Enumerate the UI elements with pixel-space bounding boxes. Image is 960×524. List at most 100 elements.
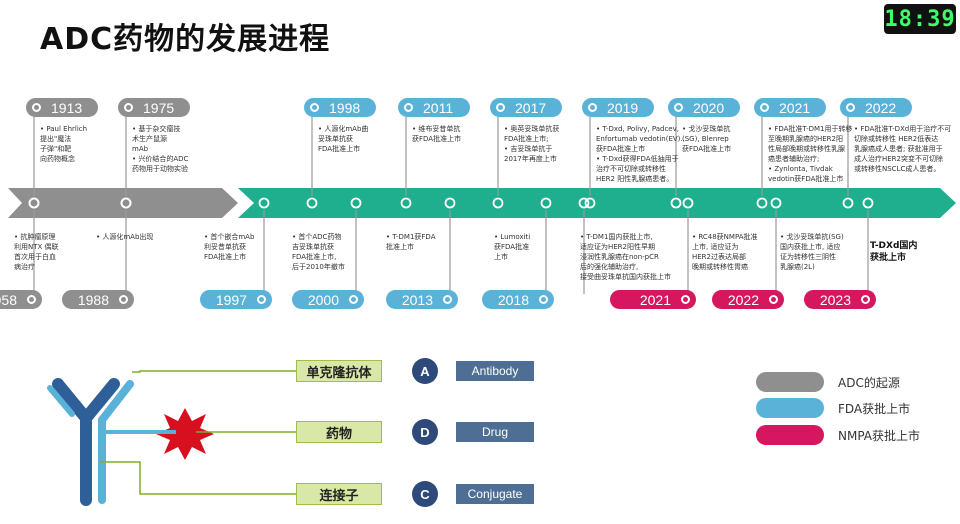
timeline-year-top: 2020: [668, 98, 740, 117]
year-label: 2011: [423, 99, 454, 116]
timeline-year-top: 2019: [582, 98, 654, 117]
year-marker-icon: [681, 295, 690, 304]
timeline-year-bottom: 2022: [712, 290, 784, 309]
timeline-node: [28, 197, 40, 209]
timeline-year-bottom: 2021: [624, 290, 696, 309]
timeline-node: [756, 197, 768, 209]
year-marker-icon: [349, 295, 358, 304]
timeline-year-top: 1913: [26, 98, 98, 117]
year-marker-icon: [674, 103, 683, 112]
year-label: 1913: [51, 99, 83, 116]
year-label: 1997: [215, 291, 247, 308]
year-marker-icon: [124, 103, 133, 112]
timeline-node: [400, 197, 412, 209]
timeline-year-top: 2011: [398, 98, 470, 117]
gray-arrow-band: [8, 188, 238, 218]
timeline-year-top: 2017: [490, 98, 562, 117]
timeline-note-bottom: • T-DM1获FDA 批准上市: [386, 233, 436, 251]
timeline-note-top: • Paul Ehrlich 提出"魔法 子弹"和靶 向药物概念: [40, 125, 88, 163]
timeline-note-bottom: • RC48获NMPA批准 上市, 适应证为 HER2过表达局部 晚期或转移性胃…: [692, 233, 758, 271]
timeline-note-top: • 基于杂交瘤技 术生产鼠源 mAb • 兴价结合的ADC 药物用于动物实验: [132, 125, 189, 173]
year-marker-icon: [769, 295, 778, 304]
component-label-en: Conjugate: [456, 484, 534, 504]
year-label: 1988: [77, 291, 109, 308]
timeline-note-bottom: • 首个嵌合mAb 利妥昔单抗获 FDA批准上市: [204, 233, 255, 261]
timeline-note-top: • 奥英妥珠单抗获 FDA批准上市; • 吉妥珠单抗于 2017年再度上市: [504, 125, 560, 163]
timeline-year-bottom: 2013: [386, 290, 458, 309]
year-label: 2017: [515, 99, 547, 116]
year-marker-icon: [27, 295, 36, 304]
year-label: 2019: [607, 99, 639, 116]
timeline-note-top: • 戈沙妥珠单抗 (SG), Blenrep 获FDA批准上市: [682, 125, 732, 153]
year-label: 2022: [865, 99, 897, 116]
timeline-note-bottom: • 戈沙妥珠单抗(SG) 国内获批上市, 适应 证为转移性三阴性 乳腺癌(2L): [780, 233, 844, 271]
year-label: 1998: [329, 99, 361, 116]
timeline-note-bottom: • Lumoxiti 获FDA批准 上市: [494, 233, 531, 261]
timeline-year-bottom: 1997: [200, 290, 272, 309]
component-letter-badge: C: [412, 481, 438, 507]
component-label-cn: 药物: [296, 421, 382, 443]
page-title: ADC药物的发展进程: [40, 22, 331, 57]
timeline-node: [584, 197, 596, 209]
timeline-year-top: 1998: [304, 98, 376, 117]
timeline-node: [120, 197, 132, 209]
year-marker-icon: [588, 103, 597, 112]
year-label: 1975: [143, 99, 175, 116]
timeline-note-top: • FDA批准T-DM1用于转移 至晚期乳腺癌的HER2阳 性局部晚期或转移性乳…: [768, 125, 853, 183]
year-marker-icon: [539, 295, 548, 304]
year-label: 2020: [693, 99, 725, 116]
timeline-note-top: • 人源化mAb曲 妥珠单抗获 FDA批准上市: [318, 125, 369, 153]
timeline-node: [306, 197, 318, 209]
timeline-year-top: 2022: [840, 98, 912, 117]
year-label: 2000: [307, 291, 339, 308]
timeline-node: [670, 197, 682, 209]
timeline-note-bottom: • 人源化mAb出现: [96, 233, 154, 241]
year-label: 2023: [819, 291, 851, 308]
year-marker-icon: [119, 295, 128, 304]
component-label-cn: 连接子: [296, 483, 382, 505]
legend-label: NMPA获批上市: [838, 429, 921, 443]
year-marker-icon: [496, 103, 505, 112]
timeline-note-bottom: • 抗肿瘤原理 利用NTX 偶联 首次用于白血 病治疗: [14, 233, 59, 271]
component-label-cn: 单克隆抗体: [296, 360, 382, 382]
timeline-note-top: • 维布妥昔单抗 获FDA批准上市: [412, 125, 462, 143]
timeline-node: [444, 197, 456, 209]
year-marker-icon: [846, 103, 855, 112]
component-letter-badge: D: [412, 419, 438, 445]
timeline-node: [862, 197, 874, 209]
component-label-en: Drug: [456, 422, 534, 442]
year-marker-icon: [760, 103, 769, 112]
year-label: 2022: [727, 291, 759, 308]
legend-label: FDA获批上市: [838, 402, 911, 416]
year-label: 2018: [497, 291, 529, 308]
timeline-note-bottom: • T-DM1国内获批上市, 适应证为HER2阳性早期 浸润性乳腺癌在non-p…: [580, 233, 671, 281]
legend-swatch: [756, 372, 824, 392]
timeline-year-bottom: 2023: [804, 290, 876, 309]
timeline-node: [258, 197, 270, 209]
year-marker-icon: [861, 295, 870, 304]
year-marker-icon: [310, 103, 319, 112]
year-label: 2013: [401, 291, 433, 308]
timeline-node: [350, 197, 362, 209]
timeline-node: [540, 197, 552, 209]
timeline-note-bottom: T-DXd国内 获批上市: [870, 241, 918, 263]
timeline-note-top: • FDA批准T-DXd用于治疗不可 切除或转移性 HER2低表达 乳腺癌成人患…: [854, 125, 952, 173]
timeline-year-bottom: 2000: [292, 290, 364, 309]
timeline-node: [492, 197, 504, 209]
year-label: 1958: [0, 291, 17, 308]
timeline-note-top: • T-Dxd, Polivy, Padcev, Enfortumab vedo…: [596, 125, 688, 183]
year-label: 2021: [639, 291, 671, 308]
timeline-year-bottom: 1958: [0, 290, 42, 309]
legend-swatch: [756, 398, 824, 418]
timeline-node: [682, 197, 694, 209]
clock-display: 18:39: [884, 4, 956, 34]
year-marker-icon: [257, 295, 266, 304]
timeline-node: [770, 197, 782, 209]
year-label: 2021: [779, 99, 811, 116]
timeline-note-bottom: • 首个ADC药物 吉妥珠单抗获 FDA批准上市, 后于2010年撤市: [292, 233, 345, 271]
timeline-year-bottom: 1988: [62, 290, 134, 309]
timeline-year-top: 2021: [754, 98, 826, 117]
component-label-en: Antibody: [456, 361, 534, 381]
timeline-year-top: 1975: [118, 98, 190, 117]
